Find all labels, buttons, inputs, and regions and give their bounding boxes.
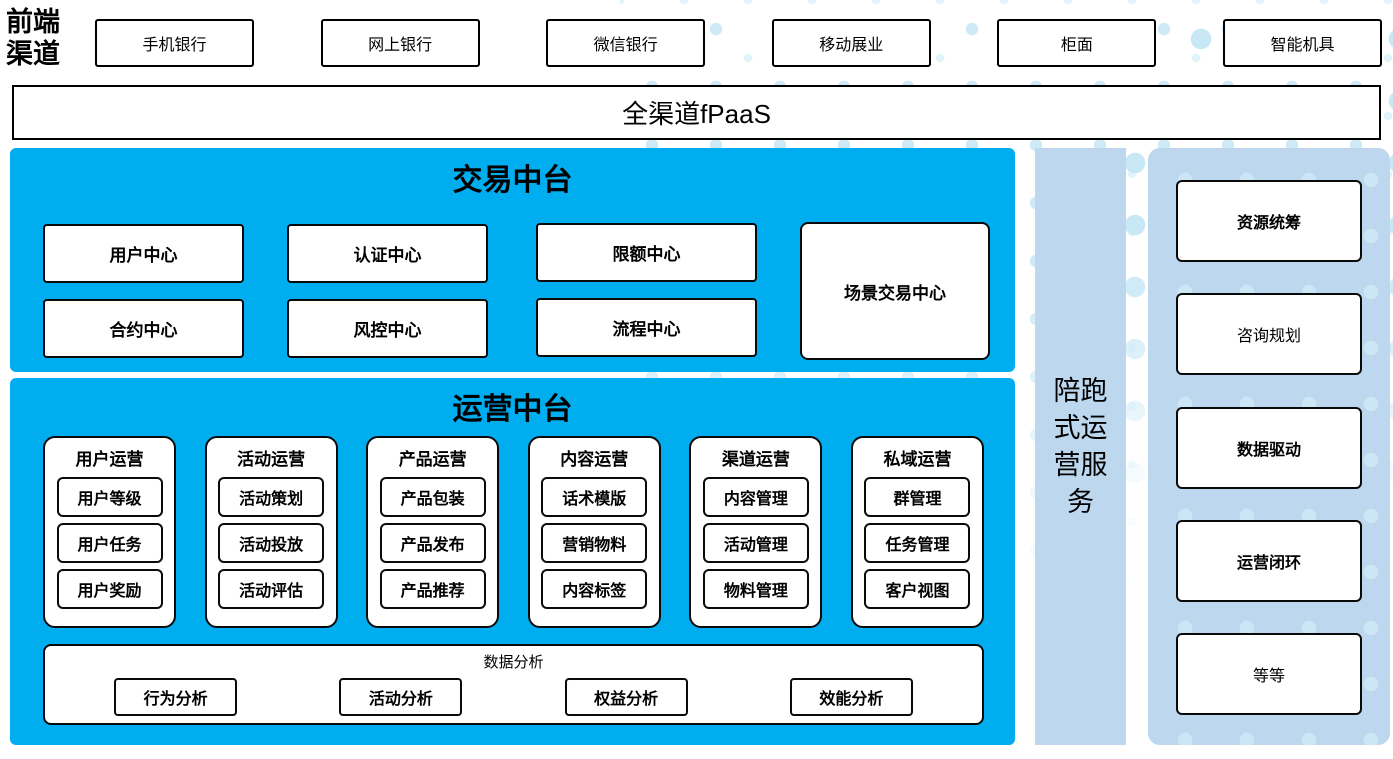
sub-box: 内容标签 bbox=[541, 569, 648, 609]
group-content-operation: 内容运营 话术模版 营销物料 内容标签 bbox=[527, 436, 661, 628]
operation-groups-row: 用户运营 用户等级 用户任务 用户奖励 活动运营 活动策划 活动投放 活动评估 … bbox=[43, 436, 984, 628]
activity-analysis-box: 活动分析 bbox=[339, 678, 463, 716]
limit-center-box: 限额中心 bbox=[536, 223, 757, 282]
sub-box: 产品推荐 bbox=[379, 569, 486, 609]
channel-wechat-banking: 微信银行 bbox=[546, 19, 706, 67]
sub-box: 群管理 bbox=[864, 477, 971, 517]
sub-box: 活动策划 bbox=[218, 477, 325, 517]
sub-box: 任务管理 bbox=[864, 523, 971, 563]
channel-online-banking: 网上银行 bbox=[320, 19, 480, 67]
sub-box: 用户任务 bbox=[56, 523, 163, 563]
trade-platform-panel: 交易中台 用户中心 认证中心 限额中心 合约中心 风控中心 流程中心 场景交易中… bbox=[10, 148, 1015, 372]
operation-platform-panel: 运营中台 用户运营 用户等级 用户任务 用户奖励 活动运营 活动策划 活动投放 … bbox=[10, 378, 1015, 745]
group-private-domain-operation: 私域运营 群管理 任务管理 客户视图 bbox=[850, 436, 984, 628]
efficiency-analysis-box: 效能分析 bbox=[789, 678, 913, 716]
group-title: 渠道运营 bbox=[721, 450, 790, 469]
group-user-operation: 用户运营 用户等级 用户任务 用户奖励 bbox=[43, 436, 176, 628]
resource-coordination-box: 资源统筹 bbox=[1176, 180, 1362, 262]
contract-center-box: 合约中心 bbox=[43, 299, 244, 358]
channel-counter: 柜面 bbox=[997, 19, 1157, 67]
group-title: 活动运营 bbox=[237, 450, 306, 469]
trade-platform-title: 交易中台 bbox=[452, 164, 573, 197]
channel-mobile-banking: 手机银行 bbox=[95, 19, 254, 67]
group-channel-operation: 渠道运营 内容管理 活动管理 物料管理 bbox=[689, 436, 823, 628]
sub-box: 产品发布 bbox=[379, 523, 486, 563]
data-analysis-row: 行为分析 活动分析 权益分析 效能分析 bbox=[45, 678, 982, 716]
user-center-box: 用户中心 bbox=[43, 224, 244, 283]
sub-box: 活动管理 bbox=[702, 523, 809, 563]
channel-mobile-marketing: 移动展业 bbox=[771, 19, 931, 67]
channel-smart-devices: 智能机具 bbox=[1222, 19, 1382, 67]
data-driven-box: 数据驱动 bbox=[1176, 406, 1362, 489]
group-activity-operation: 活动运营 活动策划 活动投放 活动评估 bbox=[204, 436, 338, 628]
etc-box: 等等 bbox=[1176, 633, 1362, 715]
rights-analysis-box: 权益分析 bbox=[564, 678, 688, 716]
service-items-panel: 资源统筹 咨询规划 数据驱动 运营闭环 等等 bbox=[1148, 148, 1390, 745]
group-product-operation: 产品运营 产品包装 产品发布 产品推荐 bbox=[366, 436, 500, 628]
sub-box: 话术模版 bbox=[541, 477, 648, 517]
sub-box: 活动评估 bbox=[218, 569, 325, 609]
group-title: 内容运营 bbox=[560, 450, 629, 469]
scene-trade-center-box: 场景交易中心 bbox=[800, 222, 990, 360]
consulting-planning-box: 咨询规划 bbox=[1176, 293, 1362, 376]
sub-box: 客户视图 bbox=[864, 569, 971, 609]
sub-box: 营销物料 bbox=[541, 523, 648, 563]
group-title: 产品运营 bbox=[398, 450, 467, 469]
sub-box: 用户奖励 bbox=[56, 569, 163, 609]
accompanying-service-label: 陪跑式运营服务 bbox=[1053, 375, 1108, 517]
sub-box: 物料管理 bbox=[702, 569, 809, 609]
front-channel-label: 前端渠道 bbox=[6, 7, 60, 69]
channel-row: 手机银行 网上银行 微信银行 移动展业 柜面 智能机具 bbox=[95, 19, 1382, 67]
data-analysis-section: 数据分析 行为分析 活动分析 权益分析 效能分析 bbox=[43, 644, 984, 725]
auth-center-box: 认证中心 bbox=[287, 224, 488, 283]
risk-center-box: 风控中心 bbox=[287, 299, 488, 358]
group-title: 私域运营 bbox=[883, 450, 952, 469]
fpaas-bar: 全渠道fPaaS bbox=[12, 85, 1381, 140]
sub-box: 内容管理 bbox=[702, 477, 809, 517]
sub-box: 用户等级 bbox=[56, 477, 163, 517]
process-center-box: 流程中心 bbox=[536, 298, 757, 357]
sub-box: 活动投放 bbox=[218, 523, 325, 563]
group-title: 用户运营 bbox=[75, 450, 144, 469]
operation-platform-title: 运营中台 bbox=[452, 393, 573, 426]
operation-loop-box: 运营闭环 bbox=[1176, 519, 1362, 602]
accompanying-service-bar: 陪跑式运营服务 bbox=[1035, 148, 1126, 745]
sub-box: 产品包装 bbox=[379, 477, 486, 517]
data-analysis-title: 数据分析 bbox=[483, 654, 544, 671]
behavior-analysis-box: 行为分析 bbox=[114, 678, 238, 716]
